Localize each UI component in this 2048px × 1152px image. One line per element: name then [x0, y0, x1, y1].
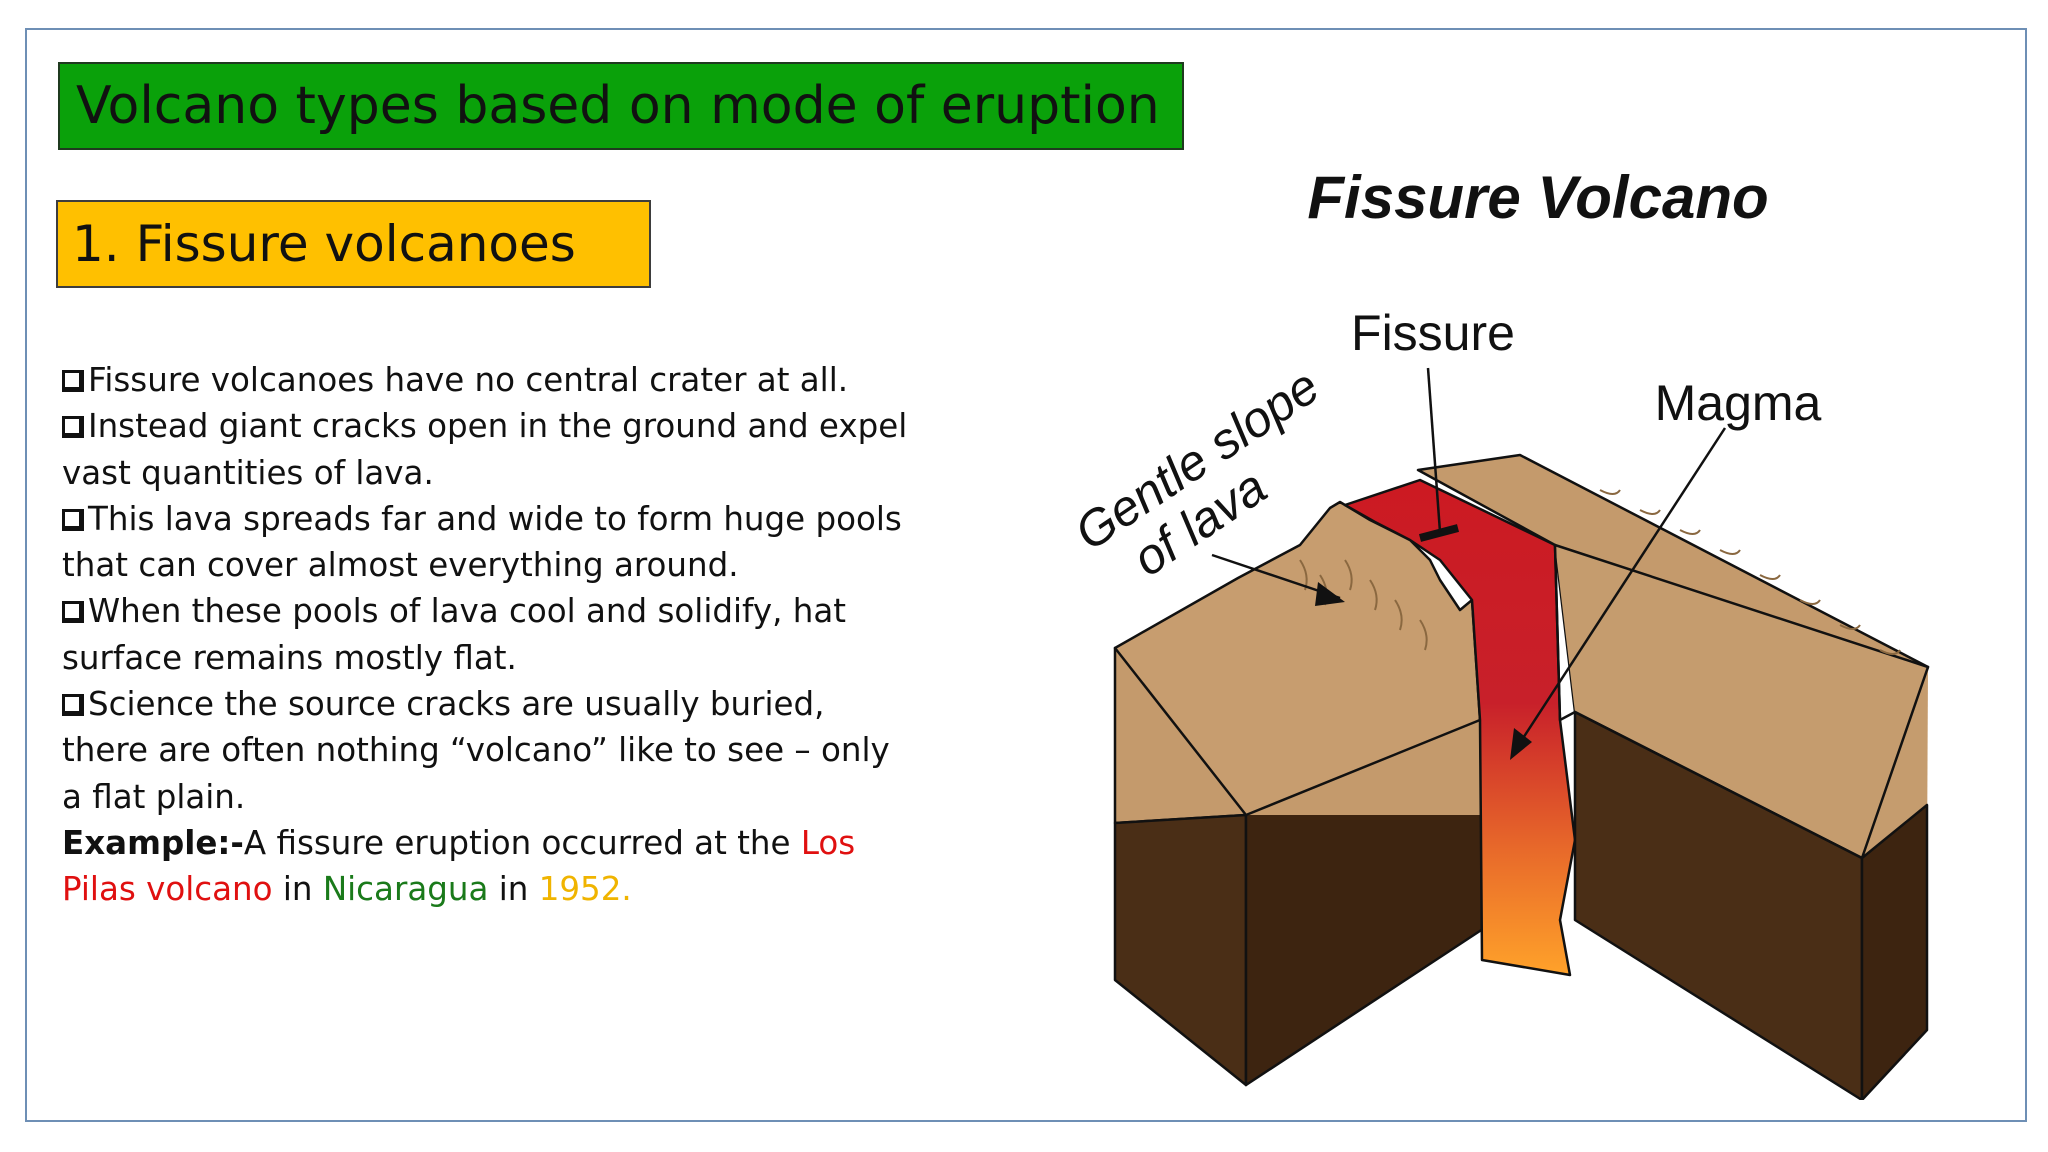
- diagram-title: Fissure Volcano: [1307, 164, 1768, 231]
- bullet-item: Science the source cracks are usually bu…: [62, 681, 912, 820]
- section-heading-box: 1. Fissure volcanoes: [56, 200, 651, 288]
- bullet-text: Fissure volcanoes have no central crater…: [88, 361, 849, 399]
- example-country: Nicaragua: [322, 870, 489, 909]
- bullet-item: Fissure volcanoes have no central crater…: [62, 357, 912, 403]
- bullet-text: This lava spreads far and wide to form h…: [62, 499, 902, 585]
- checkbox-bullet-icon: [62, 601, 84, 624]
- slope-arrowhead-icon: [1315, 582, 1345, 606]
- fissure-leader-line: [1426, 367, 1442, 533]
- bullet-item: Instead giant cracks open in the ground …: [62, 403, 912, 496]
- example-text: A fissure eruption occurred at the: [243, 823, 801, 862]
- section-heading: 1. Fissure volcanoes: [72, 215, 576, 273]
- fissure-volcano-diagram: Fissure Volcano Fissure Magma Gentle slo…: [1065, 164, 1930, 1100]
- left-block-side-face: [1113, 813, 1248, 1087]
- example-line: Example:-A fissure eruption occurred at …: [62, 820, 912, 913]
- magma-label: Magma: [1655, 375, 1822, 431]
- example-text: in: [272, 870, 323, 909]
- surface-texture: [1299, 489, 1901, 655]
- bullet-text: Instead giant cracks open in the ground …: [62, 407, 908, 492]
- fissure-marker: [1418, 524, 1460, 542]
- slide-title: Volcano types based on mode of eruption: [76, 76, 1160, 136]
- magma-arrowhead-icon: [1510, 728, 1532, 760]
- bullet-text: Science the source cracks are usually bu…: [62, 685, 890, 816]
- magma-leader-line: [1512, 427, 1727, 753]
- bullet-item: This lava spreads far and wide to form h…: [62, 496, 912, 589]
- bullet-item: When these pools of lava cool and solidi…: [62, 588, 912, 681]
- right-block-side-face: [1860, 803, 1929, 1100]
- example-place: Los Pilas volcano: [62, 823, 856, 909]
- example-year: 1952.: [538, 870, 632, 909]
- bullet-text: When these pools of lava cool and solidi…: [62, 592, 847, 677]
- example-label: Example:-: [62, 823, 244, 862]
- checkbox-bullet-icon: [62, 416, 84, 439]
- slide-title-box: Volcano types based on mode of eruption: [58, 62, 1184, 150]
- checkbox-bullet-icon: [62, 370, 84, 392]
- checkbox-bullet-icon: [62, 508, 84, 531]
- checkbox-bullet-icon: [62, 694, 84, 717]
- bullet-list: Fissure volcanoes have no central crater…: [62, 357, 912, 913]
- example-text: in: [488, 870, 539, 909]
- fissure-label: Fissure: [1351, 305, 1515, 361]
